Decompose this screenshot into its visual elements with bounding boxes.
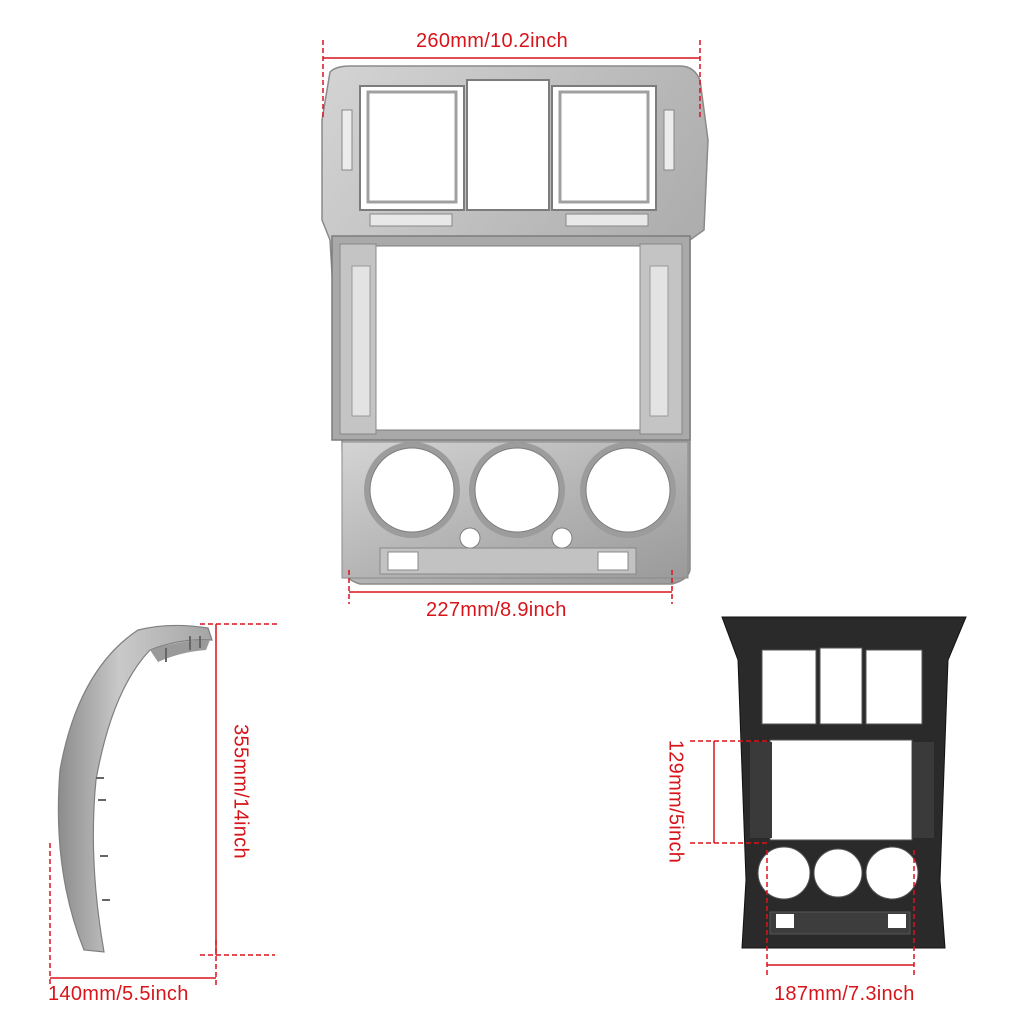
vent-opening-right [551, 85, 657, 211]
screen-height-label: 129mm/5inch [664, 739, 687, 864]
top-width-label: 260mm/10.2inch [416, 30, 569, 52]
front-frame [321, 65, 709, 585]
back-dimension-lines [690, 740, 915, 975]
side-dimension-lines [49, 623, 280, 985]
bottom-width-label: 227mm/8.9inch [426, 599, 567, 621]
side-depth-label: 140mm/5.5inch [48, 983, 189, 1005]
vent-opening-left [359, 85, 465, 211]
back-frame [721, 616, 967, 949]
side-profile [57, 624, 213, 953]
side-height-label: 355mm/14inch [229, 724, 252, 859]
front-dimension-lines [322, 40, 701, 604]
back-width-label: 187mm/7.3inch [774, 983, 915, 1005]
vent-opening-center [466, 79, 550, 211]
